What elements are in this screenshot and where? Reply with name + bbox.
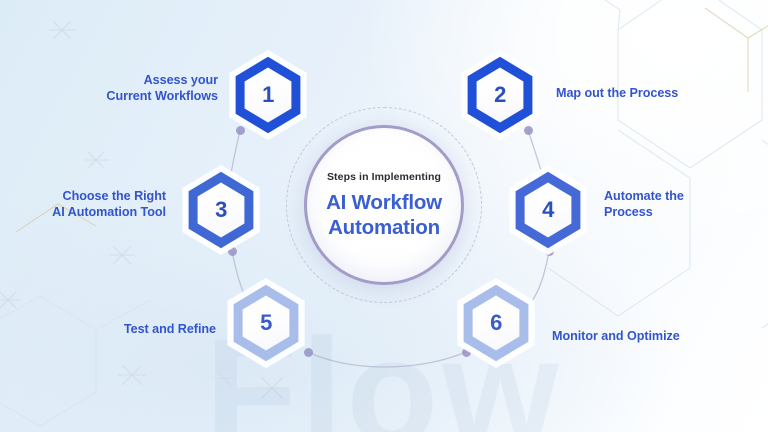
step-hexagon-1[interactable]: 1 — [225, 49, 311, 141]
center-eyebrow: Steps in Implementing — [326, 170, 442, 183]
center-title-line-1: AI Workflow — [326, 190, 442, 214]
step-hexagon-5[interactable]: 5 — [223, 277, 309, 369]
connector-dot — [235, 125, 245, 135]
connector-dot — [523, 125, 533, 135]
step-number: 6 — [490, 310, 502, 335]
connector-dot — [461, 347, 471, 357]
step-number: 2 — [494, 82, 506, 107]
step-label-6: Monitor and Optimize — [552, 329, 680, 343]
step-number: 4 — [542, 197, 554, 222]
step-number: 1 — [262, 82, 274, 107]
step-label-5: Test and Refine — [123, 322, 216, 336]
center-circle: Steps in Implementing AI Workflow Automa… — [304, 125, 464, 285]
step-hexagon-3[interactable]: 3 — [178, 164, 264, 256]
step-hexagon-4[interactable]: 4 — [505, 164, 591, 256]
step-label-2: Map out the Process — [556, 86, 679, 100]
step-label-4: Automate the Process — [604, 189, 684, 220]
step-hexagon-2[interactable]: 2 — [457, 49, 543, 141]
step-number: 3 — [215, 197, 227, 222]
step-label-1: Assess your Current Workflows — [106, 73, 218, 104]
connector-dot — [227, 246, 237, 256]
center-title: AI Workflow Automation — [326, 190, 442, 240]
center-dashed-ring — [286, 107, 482, 303]
connector-dot — [303, 347, 313, 357]
step-hexagon-6[interactable]: 6 — [453, 277, 539, 369]
step-label-3: Choose the Right AI Automation Tool — [52, 189, 166, 220]
center-title-line-2: Automation — [328, 215, 440, 239]
step-number: 5 — [260, 310, 272, 335]
center-badge: Steps in Implementing AI Workflow Automa… — [286, 107, 482, 303]
